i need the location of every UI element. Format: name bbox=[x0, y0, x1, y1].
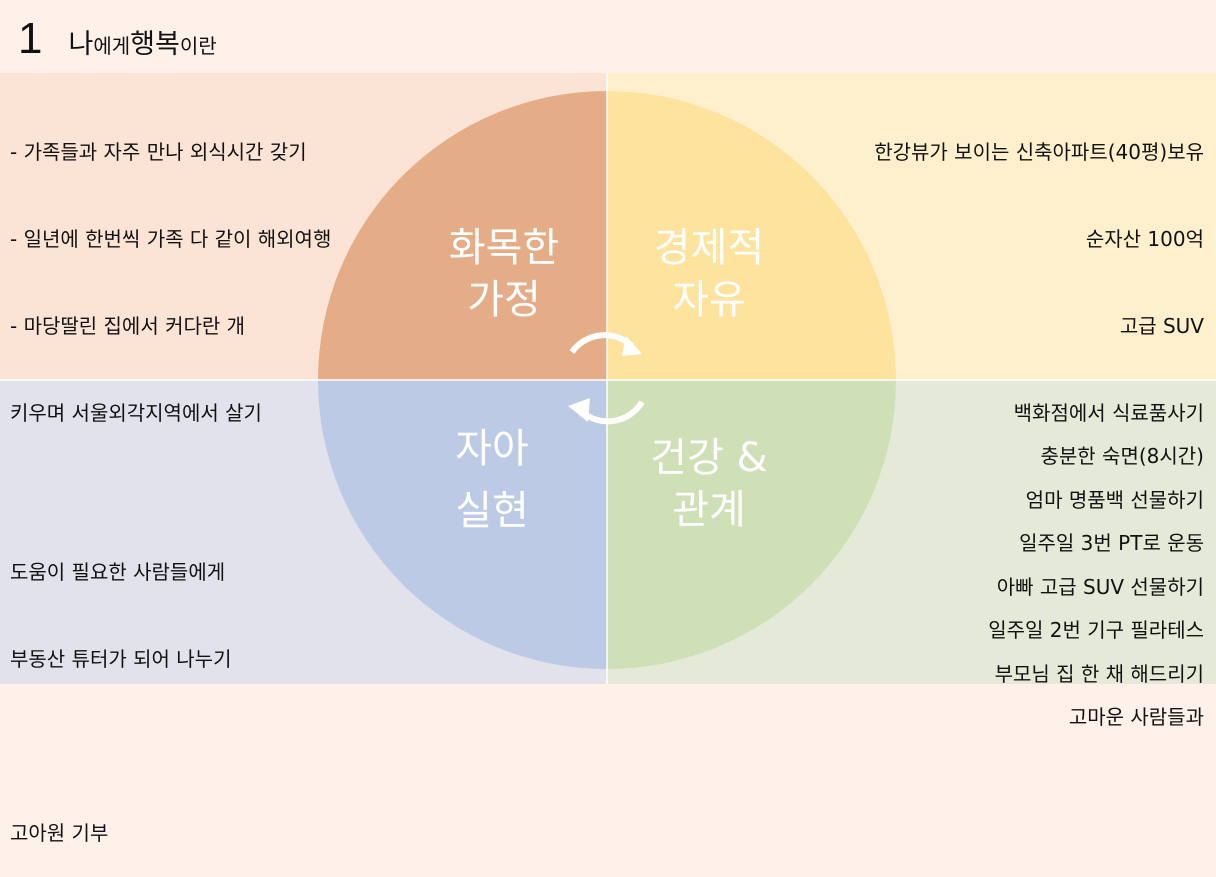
list-item: 충분한 숙면(8시간) bbox=[1040, 444, 1205, 468]
list-item: 도움이 필요한 사람들에게 bbox=[10, 560, 226, 584]
finance-label: 경제적 자유 bbox=[609, 222, 809, 326]
family-label: 화목한 가정 bbox=[404, 222, 604, 326]
title-number: 1 bbox=[18, 14, 43, 63]
list-item: 순자산 100억 bbox=[1085, 227, 1204, 251]
list-item: 일주일 3번 PT로 운동 bbox=[1019, 531, 1204, 555]
list-item: 고마운 사람들과 bbox=[1068, 705, 1204, 729]
label-line: 가정 bbox=[467, 277, 541, 323]
list-item: - 일년에 한번씩 가족 다 같이 해외여행 bbox=[10, 227, 332, 251]
list-item: 고아원 기부 bbox=[10, 821, 109, 845]
arrowhead-icon bbox=[568, 398, 590, 422]
label-line: 자아 bbox=[455, 426, 529, 472]
list-item bbox=[10, 732, 231, 761]
circle-quadrant-family bbox=[318, 91, 607, 380]
title-part: 이란 bbox=[179, 34, 217, 58]
family-list: - 가족들과 자주 만나 외식시간 갖기 - 일년에 한번씩 가족 다 같이 해… bbox=[10, 80, 331, 457]
list-item: 백화점에서 식료품사기 bbox=[1013, 401, 1204, 425]
health-list: 충분한 숙면(8시간) 일주일 3번 PT로 운동 일주일 2번 기구 필라테스… bbox=[988, 384, 1204, 761]
list-item: - 가족들과 자주 만나 외식시간 갖기 bbox=[10, 140, 307, 164]
list-item: 아빠 고급 SUV 선물하기 bbox=[996, 575, 1204, 599]
label-line: 화목한 bbox=[448, 225, 560, 271]
self-list: 도움이 필요한 사람들에게 부동산 튜터가 되어 나누기 고아원 기부 bbox=[10, 500, 231, 877]
self-label: 자아 실현 bbox=[392, 418, 592, 542]
list-item: 고급 SUV bbox=[1119, 314, 1204, 338]
title-part: 에게 bbox=[93, 34, 131, 58]
list-item: - 마당딸린 집에서 커다란 개 bbox=[10, 314, 246, 338]
label-line: 건강 & bbox=[650, 435, 768, 481]
list-item: 일주일 2번 기구 필라테스 bbox=[988, 618, 1204, 642]
label-line: 경제적 bbox=[653, 225, 765, 271]
list-item: 한강뷰가 보이는 신축아파트(40평)보유 bbox=[874, 140, 1204, 164]
label-line: 관계 bbox=[672, 487, 746, 533]
title-part: 행복 bbox=[130, 29, 180, 60]
list-item: 부동산 튜터가 되어 나누기 bbox=[10, 647, 232, 671]
circle-quadrant-health bbox=[607, 380, 896, 669]
label-line: 자유 bbox=[672, 277, 746, 323]
title-part: 나 bbox=[68, 29, 94, 60]
health-label: 건강 & 관계 bbox=[609, 432, 809, 536]
circle-quadrant-self bbox=[318, 380, 607, 669]
quadrant-circle bbox=[0, 73, 1216, 684]
arrowhead-icon bbox=[622, 336, 642, 356]
finance-list: 한강뷰가 보이는 신축아파트(40평)보유 순자산 100억 고급 SUV 백화… bbox=[874, 80, 1204, 718]
list-item: 키우며 서울외각지역에서 살기 bbox=[10, 401, 262, 425]
circle-quadrant-finance bbox=[607, 91, 896, 380]
list-item: 엄마 명품백 선물하기 bbox=[1025, 488, 1204, 512]
list-item: 부모님 집 한 채 해드리기 bbox=[994, 662, 1204, 686]
page-title: 1 나 에게 행복 이란 bbox=[18, 14, 217, 64]
label-line: 실현 bbox=[455, 488, 529, 534]
